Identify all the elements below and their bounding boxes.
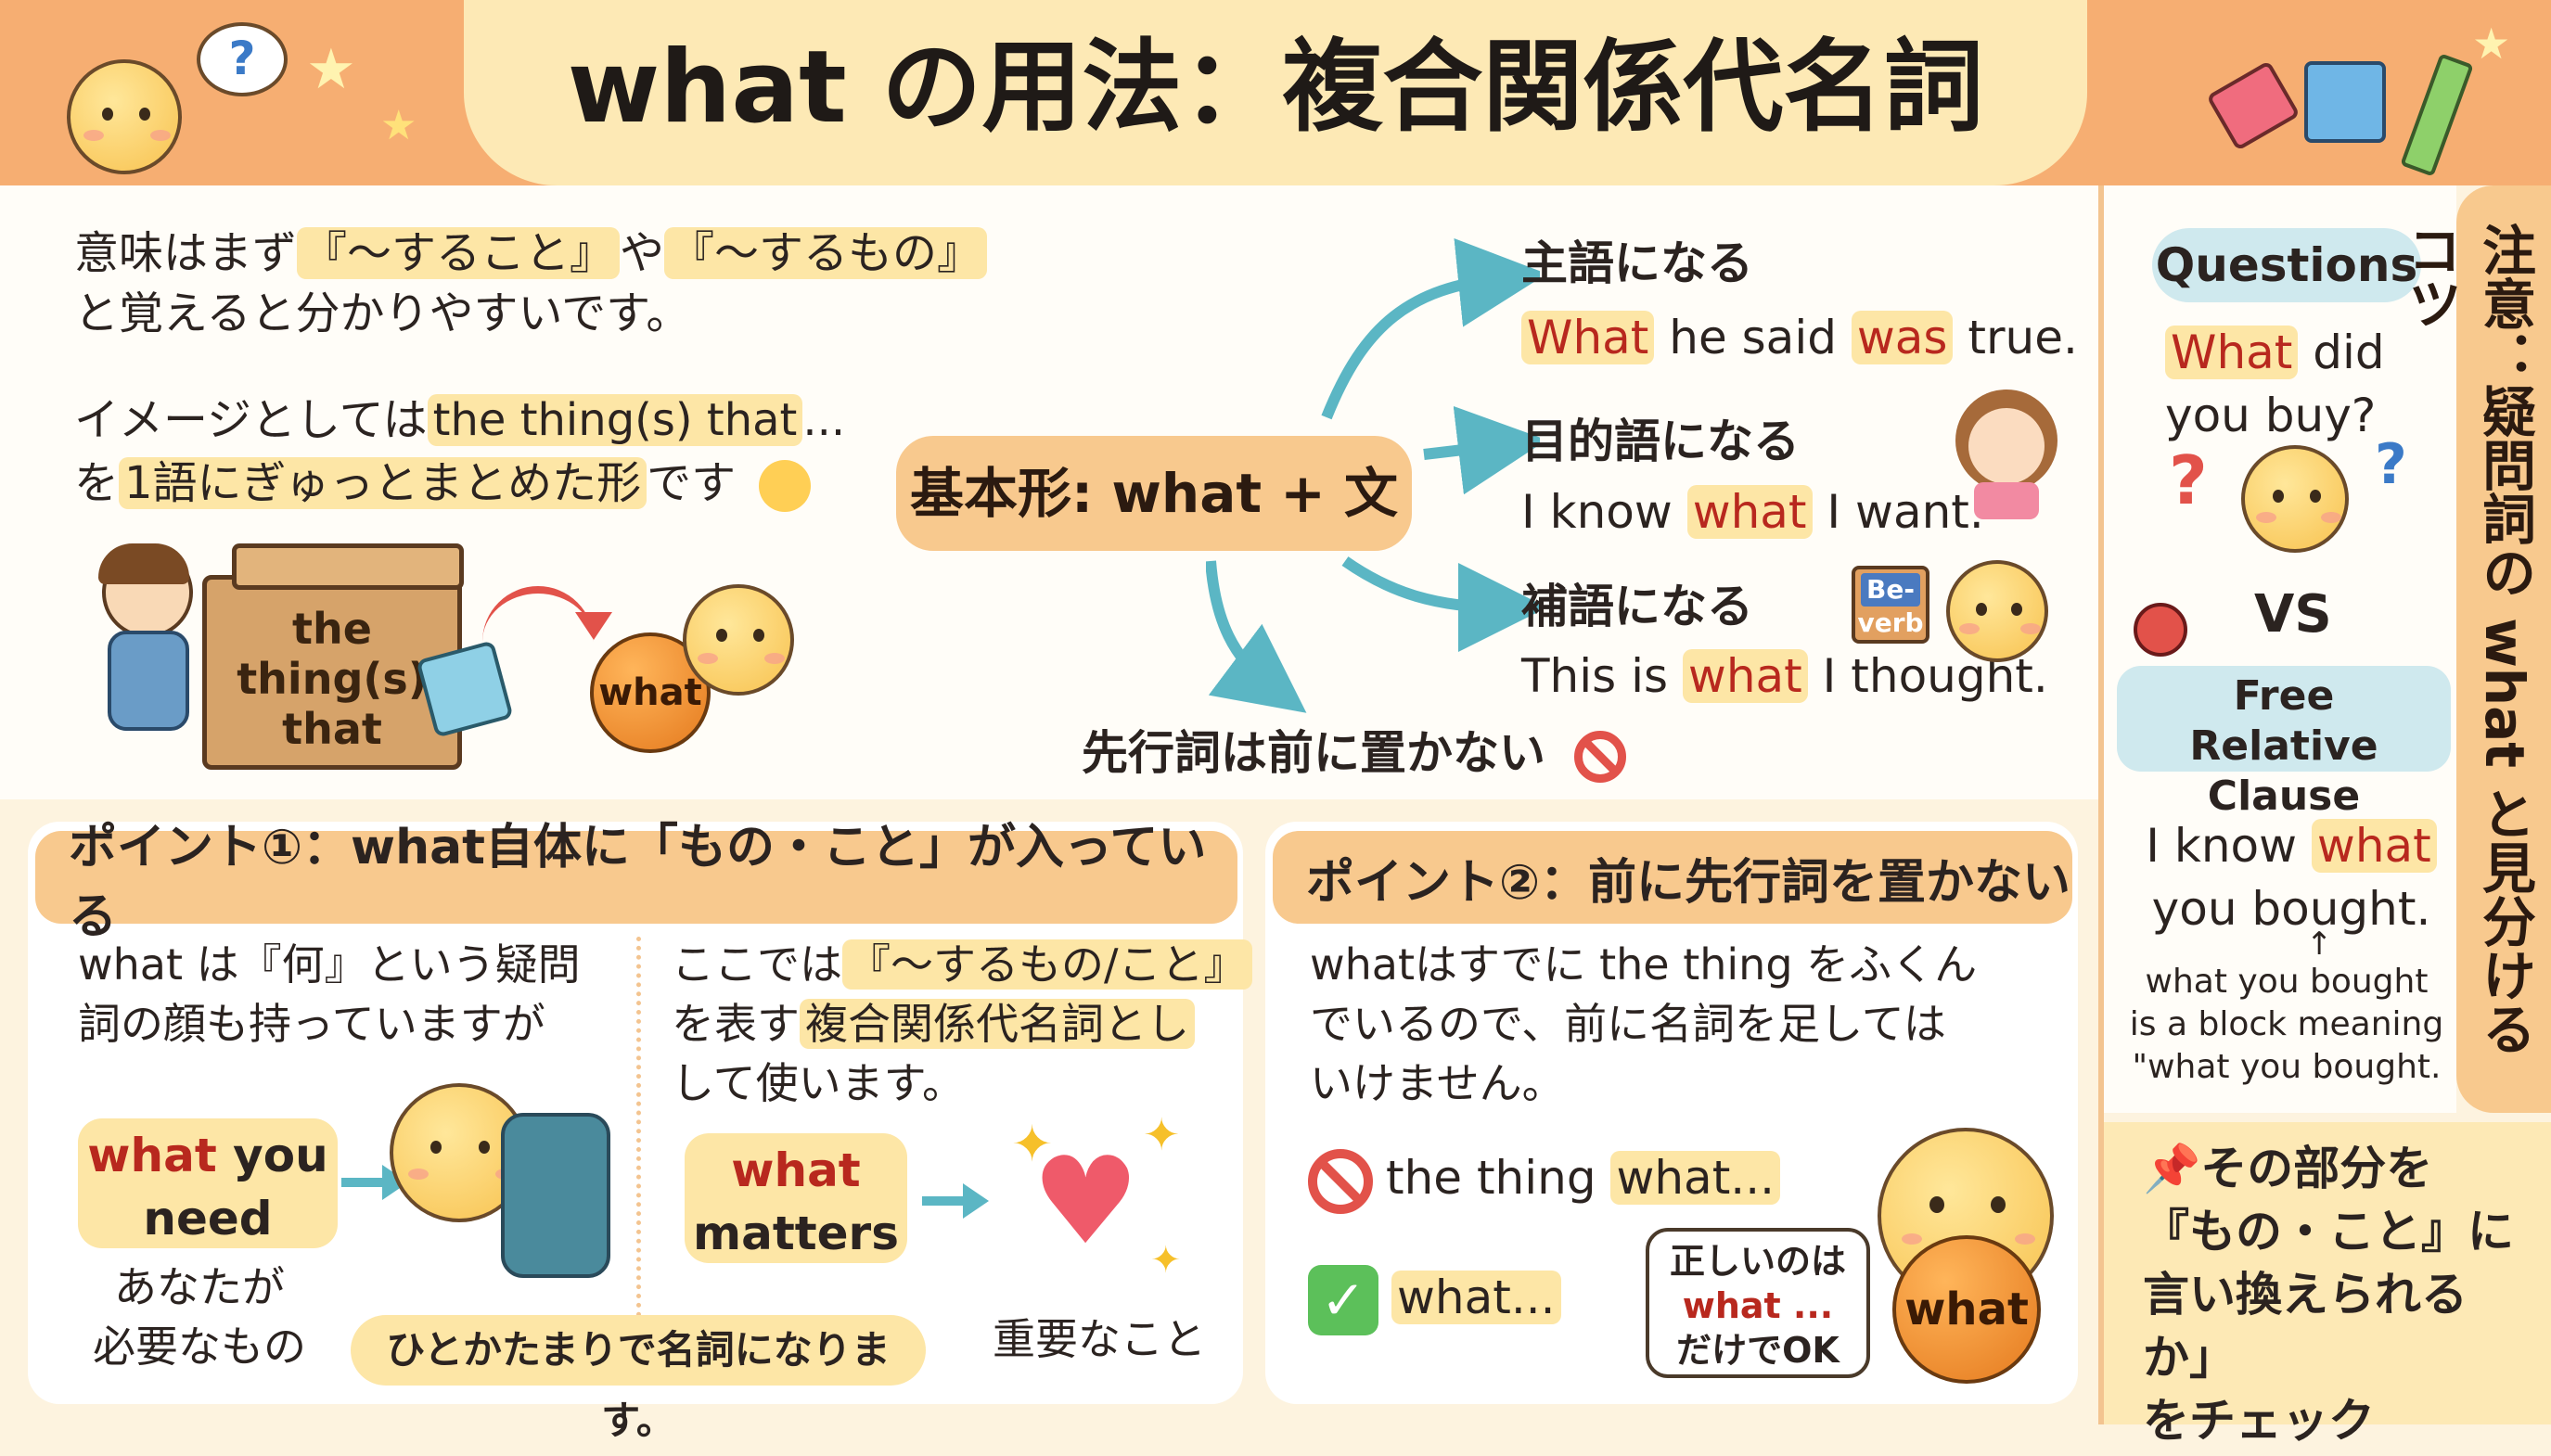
arrow-complement	[1341, 556, 1540, 652]
pin-icon: 📌	[2143, 1142, 2201, 1195]
backpack-icon	[501, 1113, 610, 1278]
intro-line-1: 意味はまず『〜すること』や『〜するもの』	[74, 223, 988, 284]
sparkle-icon: ✦	[1150, 1239, 1182, 1282]
noun-block-tag: ひとかたまりで名詞になります。	[351, 1315, 926, 1443]
point2-text: whatはすでに the thing をふくん でいるので、前に名詞を足しては …	[1310, 939, 1978, 1108]
subject-label: 主語になる	[1521, 236, 1753, 290]
speech-line: 正しいのは	[1669, 1241, 1846, 1282]
teal-arrow-head	[963, 1183, 989, 1219]
heart-icon: ♥	[1032, 1130, 1140, 1271]
sparkle-icon: ✦	[1143, 1109, 1181, 1161]
flow-arrows	[1206, 238, 1540, 713]
check-text: 📌その部分を 『もの・こと』に 言い換えられるか」 をチェック	[2143, 1142, 2514, 1448]
arrow-head-icon	[575, 612, 612, 640]
check-panel	[2104, 1122, 2551, 1424]
smile-emoji-icon	[759, 460, 812, 512]
object-label: 目的語になる	[1521, 415, 1800, 468]
complement-label: 補語になる	[1521, 580, 1753, 633]
teal-arrow-icon	[341, 1178, 388, 1187]
question-mark-icon: ?	[2375, 432, 2407, 497]
be-verb-badge: Be- verb	[1852, 566, 1929, 644]
intro-line-2: と覚えると分かりやすいです。	[74, 287, 691, 339]
prohibited-icon	[1574, 730, 1627, 783]
frc-note: what you bought is a block meaning "what…	[2124, 961, 2449, 1089]
arrow-down	[1206, 560, 1307, 713]
pushpin-icon	[2134, 603, 2187, 657]
star-icon: ★	[306, 37, 356, 102]
what-you-need-tag: what you need	[78, 1118, 338, 1248]
up-arrow-icon: ↑	[2306, 926, 2333, 963]
curved-arrow-icon	[482, 586, 594, 649]
ball-label: what	[598, 671, 702, 714]
star-icon: ★	[380, 102, 417, 149]
object-example: I know what I want.	[1521, 485, 1984, 539]
smiling-character-icon	[1946, 560, 2048, 662]
frc-example: I know what you bought.	[2143, 814, 2440, 940]
note-line: is a block meaning	[2129, 1005, 2444, 1043]
sidebar-divider	[2098, 185, 2104, 1424]
wrong-example: the thing what...	[1308, 1146, 1780, 1214]
prohibited-icon	[1308, 1148, 1373, 1214]
what-matters-tag: what matters	[685, 1133, 907, 1263]
happy-character-icon	[683, 584, 794, 696]
title-banner	[464, 0, 2087, 185]
tag2-caption: 重要なこと	[993, 1314, 1206, 1364]
star-icon: ★	[2472, 19, 2511, 69]
point1-divider	[636, 937, 641, 1326]
no-antecedent-note: 先行詞は前に置かない	[1082, 722, 1627, 785]
page-title: what の用法：複合関係代名詞	[567, 30, 1984, 146]
complement-example: This is what I thought.	[1521, 649, 2048, 703]
arrow-subject	[1321, 238, 1540, 420]
frc-tag: Free Relative Clause	[2117, 666, 2451, 820]
be-verb-line1: Be-	[1861, 573, 1920, 607]
cube-icon	[2304, 61, 2386, 143]
ball-label: what	[1904, 1284, 2029, 1335]
girl-character-icon	[1955, 390, 2057, 519]
teal-arrow-icon	[922, 1196, 968, 1206]
right-example: ✓what...	[1308, 1265, 1561, 1335]
subject-example: What he said was true.	[1521, 306, 2078, 369]
speech-line: what ...	[1682, 1285, 1834, 1326]
speech-line: だけでOK	[1676, 1330, 1840, 1371]
be-verb-line2: verb	[1857, 607, 1924, 638]
vertical-title-tab	[2456, 185, 2551, 1113]
point1-left-text: what は『何』という疑問 詞の顔も持っていますが	[78, 939, 581, 1049]
question-bubble-icon: ?	[197, 22, 288, 96]
speech-bubble: 正しいのは what ... だけでOK	[1646, 1228, 1870, 1378]
boy-character-icon	[93, 543, 195, 733]
sparkle-icon: ✦	[1011, 1115, 1054, 1173]
what-ball: what	[1892, 1235, 2041, 1384]
vertical-title: 注意：疑問詞の what と見分けるコツ	[2399, 223, 2536, 1056]
note-line: what you bought	[2145, 963, 2429, 1001]
check-mark-icon: ✓	[1308, 1265, 1378, 1335]
basic-form-pill: 基本形: what + 文	[896, 436, 1412, 551]
confused-character-icon	[2241, 445, 2349, 553]
questions-tag: Questions	[2152, 228, 2421, 302]
tag1-caption: あなたが 必要なもの	[93, 1262, 306, 1372]
point2-header: ポイント②：前に先行詞を置かない	[1273, 831, 2072, 924]
arrow-object	[1423, 405, 1540, 495]
point1-header: ポイント①：what自体に「もの・こと」が入っている	[35, 820, 1237, 945]
question-example: What did you buy?	[2165, 326, 2385, 442]
box-lid	[232, 543, 464, 590]
note-line: "what you bought.	[2132, 1048, 2442, 1086]
box-label: the thing(s) that	[237, 604, 428, 754]
vs-label: VS	[2254, 584, 2332, 645]
question-mark-icon: ?	[2169, 441, 2208, 519]
thinking-character-icon	[67, 59, 182, 174]
point1-right-text: ここでは『〜するもの/こと』 を表す複合関係代名詞とし して使います。	[672, 935, 1252, 1113]
